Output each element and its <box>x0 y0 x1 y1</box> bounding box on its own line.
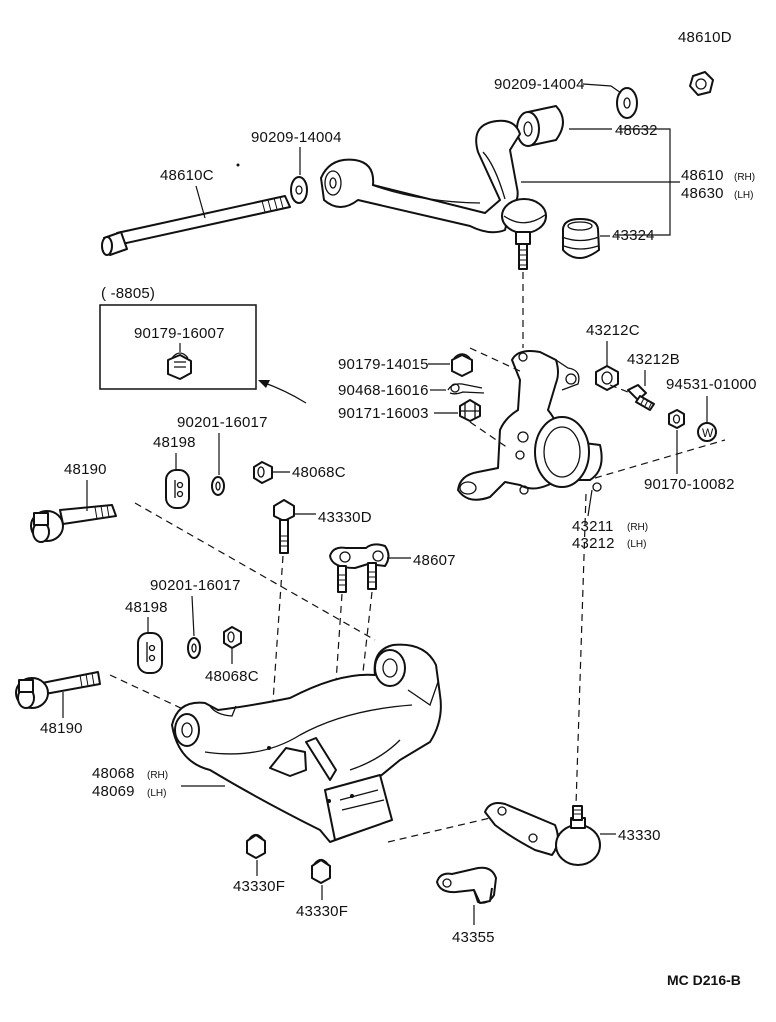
part-number-43212c: 43212C <box>586 322 640 339</box>
part-number-48190-top: 48190 <box>64 461 107 478</box>
washer-90201-16017-bottom <box>187 637 201 659</box>
side-lh-48630: (LH) <box>734 190 753 201</box>
diagram-code: MC D216-B <box>667 972 741 988</box>
assembly-line <box>469 347 523 373</box>
part-number-48630: 48630 <box>681 185 724 202</box>
leader-line <box>191 595 195 637</box>
applicability-note-8805: ( -8805) <box>101 285 155 302</box>
washer-94531-01000: W <box>697 422 717 442</box>
part-number-43212b: 43212B <box>627 351 680 368</box>
assembly-line <box>575 493 587 806</box>
lower-control-arm-48068 <box>171 643 442 843</box>
nut-48068c-bottom <box>223 626 242 649</box>
bushing-48632 <box>516 105 564 147</box>
bolt-43330d <box>273 499 295 554</box>
assembly-line <box>109 674 186 711</box>
part-number-43211: 43211 <box>572 518 614 535</box>
nut-48068c-top <box>253 461 273 484</box>
side-rh-43211: (RH) <box>627 522 648 533</box>
part-number-43330: 43330 <box>618 827 661 844</box>
cotter-pin-90468-16016 <box>447 383 485 395</box>
part-number-48068c-bottom: 48068C <box>205 668 259 685</box>
part-number-48610c: 48610C <box>160 167 214 184</box>
part-number-90170-10082: 90170-10082 <box>644 476 735 493</box>
side-lh-48069: (LH) <box>147 788 166 799</box>
part-number-48069: 48069 <box>92 783 135 800</box>
assembly-line <box>594 439 726 479</box>
part-number-90201-16017-top: 90201-16017 <box>177 414 268 431</box>
dust-boot-43324 <box>561 218 600 259</box>
part-number-48610d: 48610D <box>678 29 732 46</box>
nut-90179-14015 <box>451 353 473 377</box>
washer-w-mark: W <box>702 426 714 440</box>
part-number-48198-top: 48198 <box>153 434 196 451</box>
bracket-43355 <box>436 866 497 904</box>
steering-knuckle-43211 <box>457 350 603 501</box>
part-number-43330d: 43330D <box>318 509 372 526</box>
side-lh-43212: (LH) <box>627 539 646 550</box>
castle-nut-90171-16003 <box>459 399 481 422</box>
pointer-arrow <box>261 381 307 404</box>
nut-43330f-left <box>246 833 266 859</box>
washer-90209-14004-top <box>616 87 638 119</box>
lower-ball-joint-43330 <box>484 802 601 866</box>
part-number-90179-16007: 90179-16007 <box>134 325 225 342</box>
upper-control-arm-48610 <box>320 119 547 270</box>
cam-plate-48198-bottom <box>137 632 163 674</box>
assembly-line <box>469 421 509 449</box>
part-number-43330f-left: 43330F <box>233 878 285 895</box>
part-number-43355: 43355 <box>452 929 495 946</box>
nut-48610d <box>689 71 714 96</box>
bracket-line <box>615 128 671 236</box>
bracket-48607 <box>329 543 390 593</box>
bolt-48610c <box>101 195 291 256</box>
cam-plate-48198-top <box>165 469 190 509</box>
leader-line <box>582 83 622 94</box>
washer-90201-16017-top <box>211 476 225 496</box>
part-number-48068c-top: 48068C <box>292 464 346 481</box>
inset-box <box>99 304 257 390</box>
part-number-48610: 48610 <box>681 167 724 184</box>
part-number-43324: 43324 <box>612 227 655 244</box>
part-number-48198-bottom: 48198 <box>125 599 168 616</box>
leader-line <box>587 489 593 517</box>
part-number-90171-16003: 90171-16003 <box>338 405 429 422</box>
part-number-90209-14004-left: 90209-14004 <box>251 129 342 146</box>
part-number-48068: 48068 <box>92 765 135 782</box>
arrow-head <box>258 380 270 388</box>
part-number-90201-16017-bottom: 90201-16017 <box>150 577 241 594</box>
washer-90209-14004-left <box>290 176 308 204</box>
side-rh-48068: (RH) <box>147 770 168 781</box>
assembly-line <box>387 817 491 843</box>
camber-bolt-48190-bottom <box>15 671 101 709</box>
part-number-48190-bottom: 48190 <box>40 720 83 737</box>
assembly-line <box>134 502 376 641</box>
part-number-43330f-right: 43330F <box>296 903 348 920</box>
part-number-48607: 48607 <box>413 552 456 569</box>
assembly-line <box>609 384 629 393</box>
part-number-90209-14004-top: 90209-14004 <box>494 76 585 93</box>
nut-90170-10082 <box>668 409 685 429</box>
camber-bolt-48190-top <box>30 504 117 543</box>
part-number-90468-16016: 90468-16016 <box>338 382 429 399</box>
part-number-90179-14015: 90179-14015 <box>338 356 429 373</box>
part-number-43212: 43212 <box>572 535 615 552</box>
part-number-48632: 48632 <box>615 122 658 139</box>
leader-line <box>195 185 206 219</box>
side-rh-48610: (RH) <box>734 172 755 183</box>
nut-43330f-right <box>311 858 331 884</box>
part-number-94531-01000: 94531-01000 <box>666 376 757 393</box>
bolt-43212b <box>627 384 655 411</box>
dot-mark <box>236 163 240 167</box>
